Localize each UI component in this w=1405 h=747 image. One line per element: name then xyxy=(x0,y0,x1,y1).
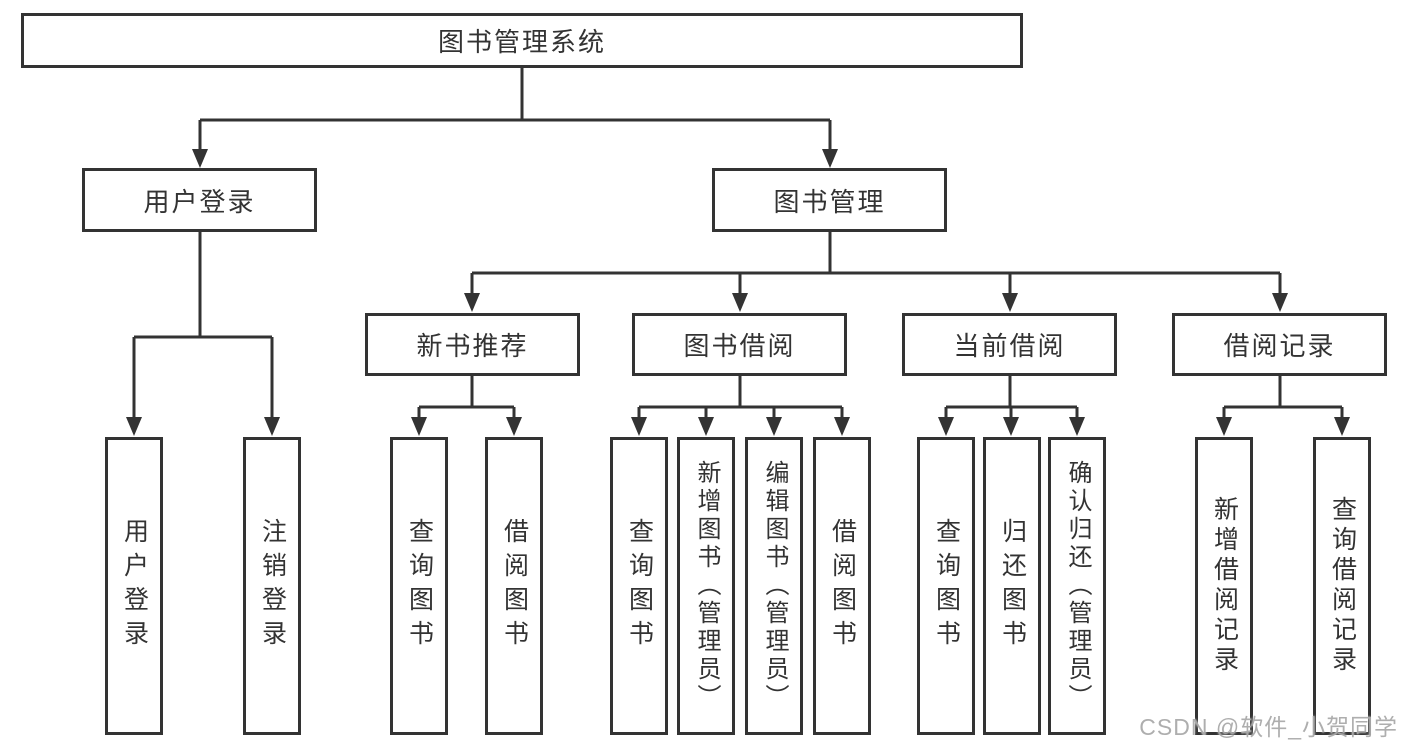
node-root: 图书管理系统 xyxy=(21,13,1023,68)
node-book-management: 图书管理 xyxy=(712,168,947,232)
leaf-label: 查询图书 xyxy=(625,518,654,654)
leaf-label: 确认归还（管理员） xyxy=(1064,460,1091,712)
leaf-label: 查询图书 xyxy=(932,518,961,654)
leaf-return-book: 归还图书 xyxy=(983,437,1041,735)
leaf-label: 查询图书 xyxy=(405,518,434,654)
leaf-label: 新增图书（管理员） xyxy=(693,460,720,712)
leaf-borrow-books-recommend: 借阅图书 xyxy=(485,437,543,735)
leaf-user-login: 用户登录 xyxy=(105,437,163,735)
leaf-logout: 注销登录 xyxy=(243,437,301,735)
leaf-query-borrow-record: 查询借阅记录 xyxy=(1313,437,1371,735)
node-new-book-recommendation: 新书推荐 xyxy=(365,313,580,376)
leaf-label: 借阅图书 xyxy=(828,518,857,654)
leaf-query-books-recommend: 查询图书 xyxy=(390,437,448,735)
node-borrowing-records: 借阅记录 xyxy=(1172,313,1387,376)
leaf-label: 注销登录 xyxy=(258,518,287,654)
leaf-label: 编辑图书（管理员） xyxy=(761,460,788,712)
leaf-query-books-borrowing: 查询图书 xyxy=(610,437,668,735)
leaf-label: 用户登录 xyxy=(120,518,149,654)
node-current-borrowing: 当前借阅 xyxy=(902,313,1117,376)
leaf-label: 查询借阅记录 xyxy=(1328,496,1357,676)
watermark: CSDN @软件_小贺同学 xyxy=(1139,714,1398,740)
leaf-label: 归还图书 xyxy=(998,518,1027,654)
leaf-label: 新增借阅记录 xyxy=(1210,496,1239,676)
node-user-login: 用户登录 xyxy=(82,168,317,232)
leaf-confirm-return-admin: 确认归还（管理员） xyxy=(1048,437,1106,735)
leaf-edit-book-admin: 编辑图书（管理员） xyxy=(745,437,803,735)
leaf-add-borrow-record: 新增借阅记录 xyxy=(1195,437,1253,735)
leaf-borrow-books-borrowing: 借阅图书 xyxy=(813,437,871,735)
leaf-add-book-admin: 新增图书（管理员） xyxy=(677,437,735,735)
leaf-label: 借阅图书 xyxy=(500,518,529,654)
leaf-query-books-current: 查询图书 xyxy=(917,437,975,735)
arrowheads xyxy=(126,149,1350,436)
node-book-borrowing: 图书借阅 xyxy=(632,313,847,376)
